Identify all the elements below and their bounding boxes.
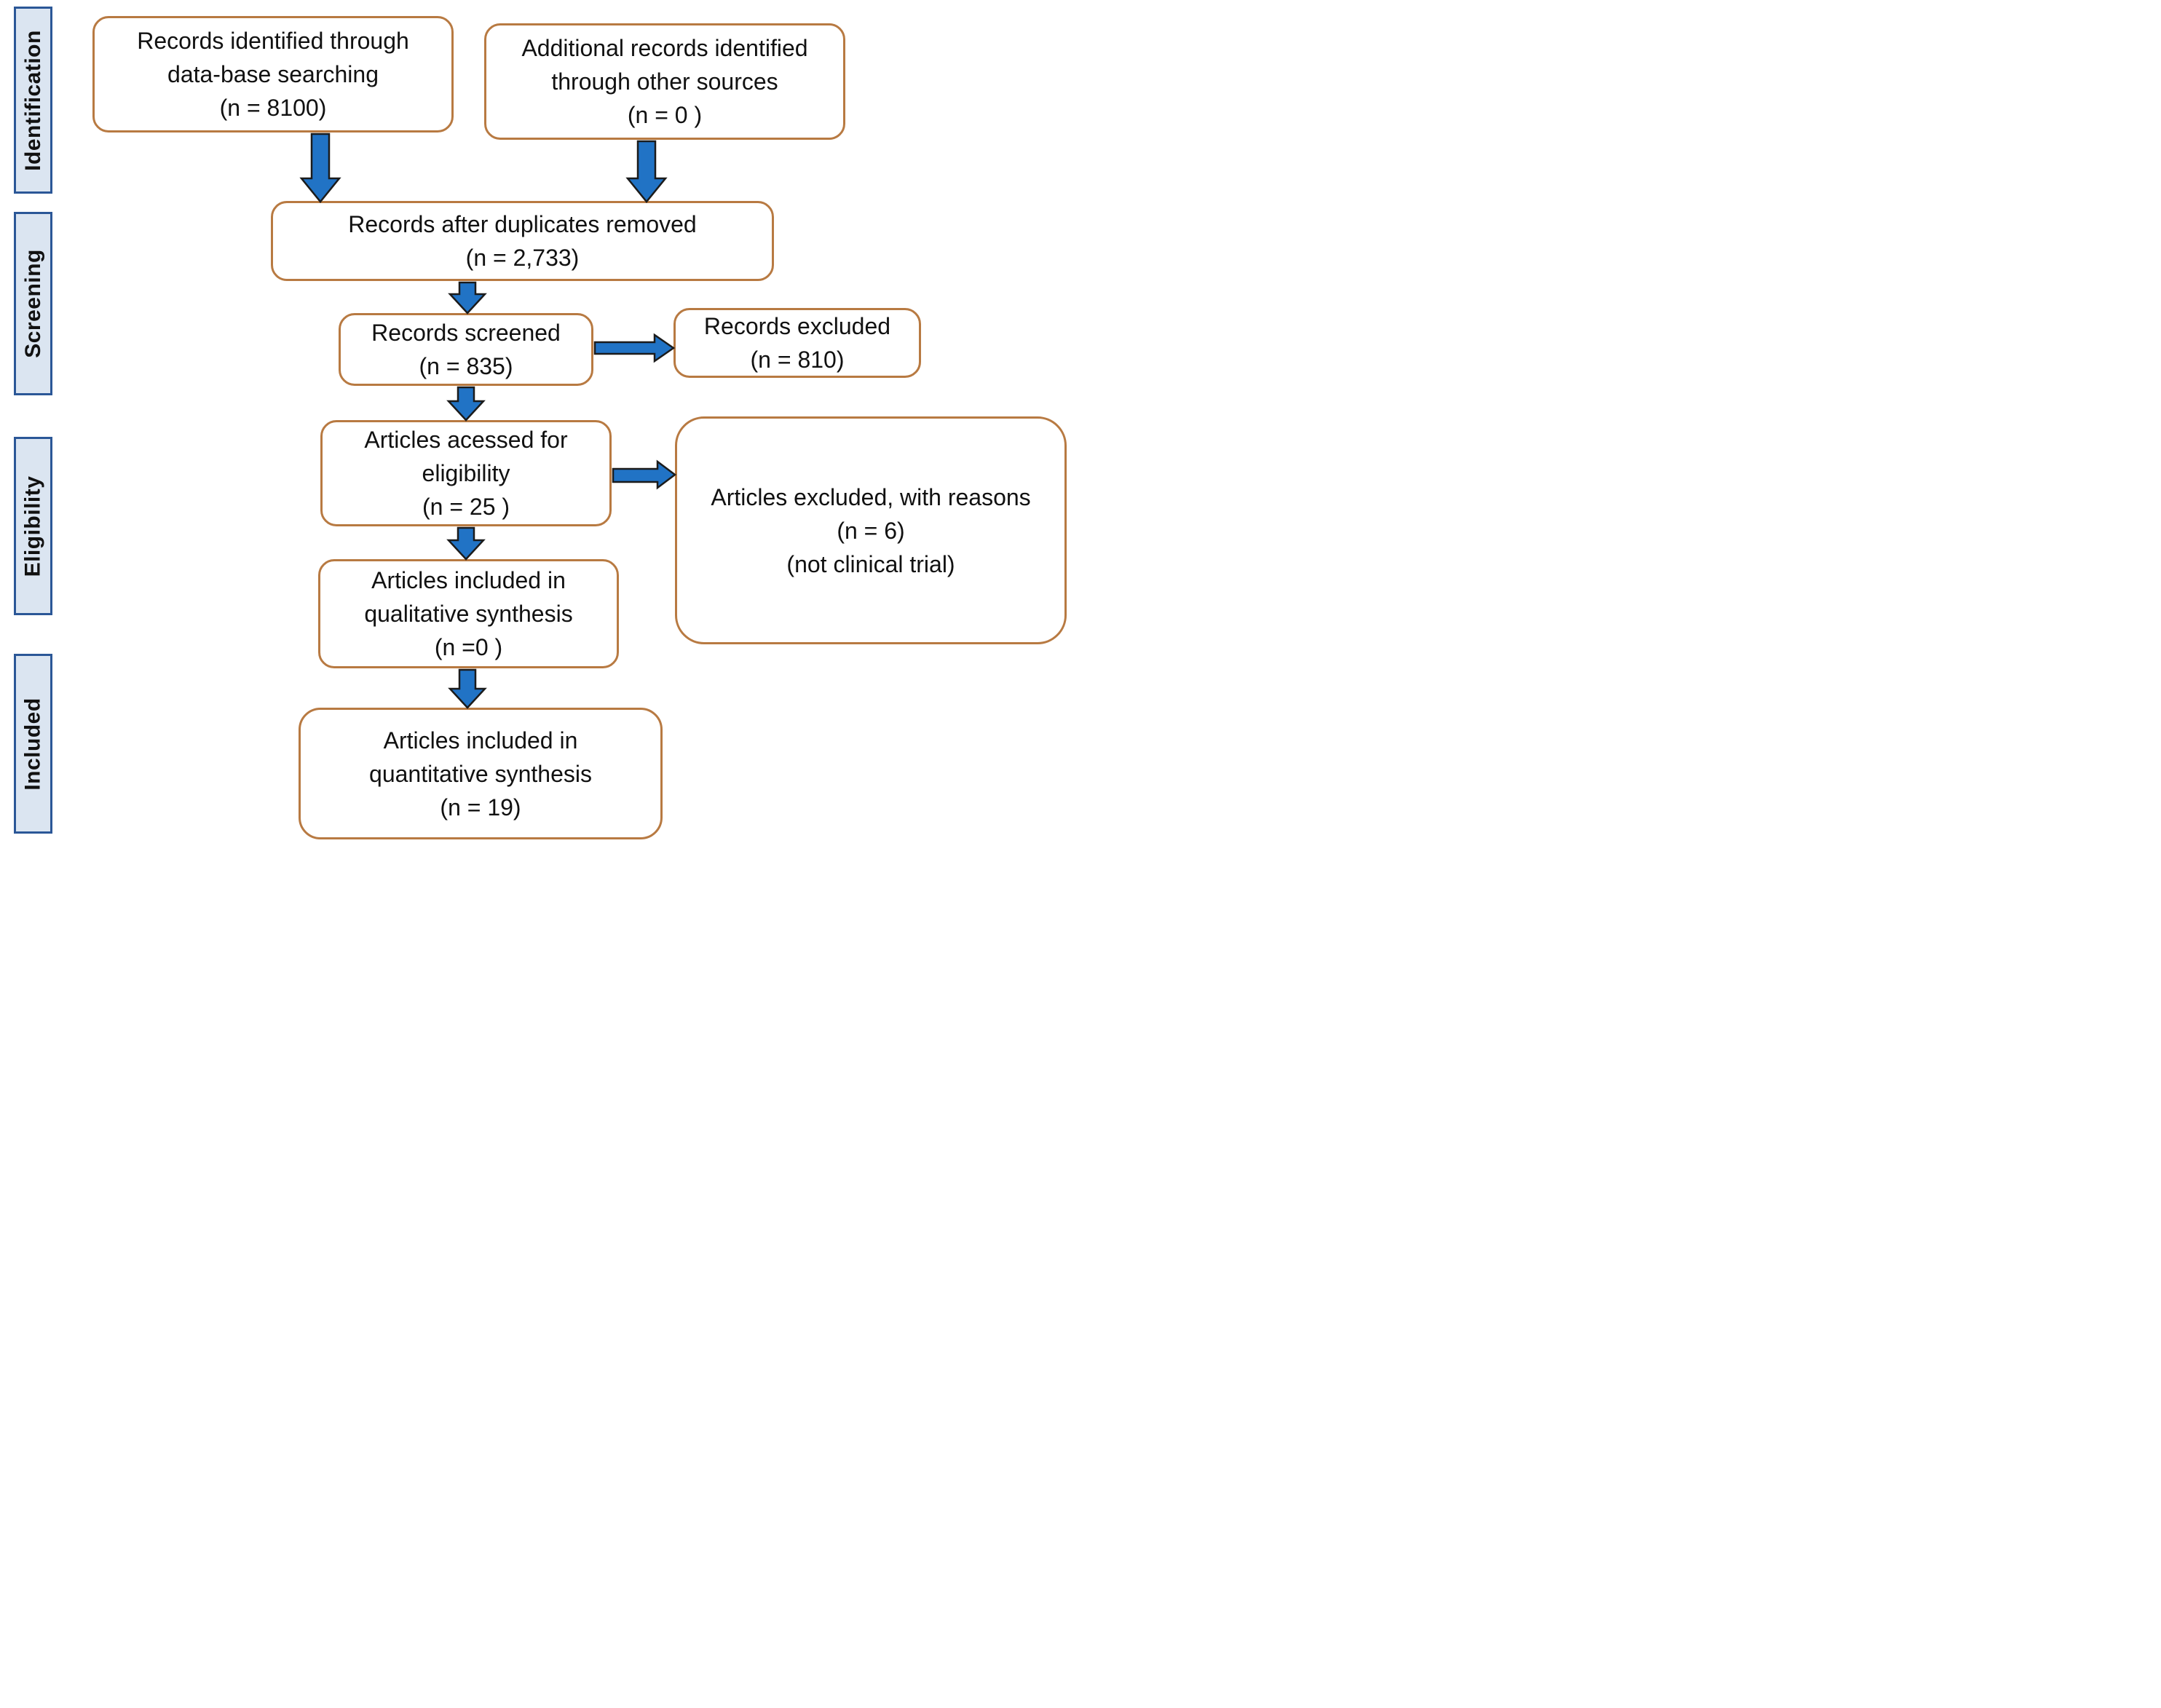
box-articles-assessed: Articles acessed for eligibility (n = 25… (320, 420, 612, 526)
arrow-down-qualitative-to-quantitative (448, 668, 487, 709)
box-records-excluded: Records excluded (n = 810) (673, 308, 921, 378)
box-text-line: Records excluded (703, 313, 891, 339)
box-text-line: quantitative synthesis (369, 760, 592, 787)
box-text-line: Articles excluded, with reasons (711, 483, 1031, 510)
box-records-screened: Records screened (n = 835) (339, 313, 593, 386)
stage-label-text: Eligibility (20, 475, 45, 577)
stage-label-text: Screening (20, 249, 45, 358)
box-text-line: (n = 25 ) (422, 494, 510, 520)
box-text-line: (n = 835) (419, 353, 513, 379)
prisma-flow-diagram: Identification Screening Eligibility Inc… (0, 0, 1080, 854)
box-text-line: eligibility (422, 460, 510, 486)
box-records-identified: Records identified through data-base sea… (92, 16, 454, 133)
stage-label-screening: Screening (14, 212, 52, 395)
box-text-line: Articles included in (383, 727, 578, 754)
stage-label-text: Identification (20, 29, 45, 171)
box-text-line: Records screened (371, 320, 561, 346)
box-text-line: Additional records identified (521, 35, 808, 61)
stage-label-text: Included (20, 697, 45, 791)
box-articles-excluded: Articles excluded, with reasons (n = 6) … (675, 416, 1067, 644)
box-additional-records: Additional records identified through ot… (484, 23, 845, 140)
arrow-right-screened-to-excluded (593, 333, 676, 363)
box-text-line: (n =0 ) (434, 634, 503, 660)
stage-label-eligibility: Eligibility (14, 437, 52, 615)
box-text-line: (n = 8100) (219, 95, 327, 121)
box-text-line: Articles acessed for (364, 427, 568, 453)
box-duplicates-removed: Records after duplicates removed (n = 2,… (271, 201, 774, 281)
box-text-line: data-base searching (167, 61, 379, 87)
arrow-right-assessed-to-excluded (612, 459, 677, 490)
arrow-down-duplicates-to-screened (448, 281, 487, 315)
box-text-line: (n = 2,733) (465, 245, 580, 271)
arrow-down-identified-to-duplicates (299, 133, 341, 203)
box-text-line: (n = 6) (837, 517, 905, 544)
stage-label-included: Included (14, 654, 52, 834)
box-text-line: qualitative synthesis (364, 601, 573, 627)
box-quantitative-synthesis: Articles included in quantitative synthe… (299, 708, 663, 839)
box-text-line: through other sources (551, 68, 778, 95)
stage-label-identification: Identification (14, 7, 52, 194)
box-text-line: Records identified through (137, 28, 409, 54)
box-text-line: (n = 19) (440, 794, 521, 821)
arrow-down-assessed-to-qualitative (446, 526, 486, 561)
arrow-down-screened-to-assessed (446, 386, 486, 422)
box-text-line: (n = 0 ) (627, 102, 703, 128)
box-qualitative-synthesis: Articles included in qualitative synthes… (318, 559, 619, 668)
arrow-down-additional-to-duplicates (625, 140, 668, 203)
box-text-line: (n = 810) (750, 347, 845, 373)
box-text-line: Records after duplicates removed (348, 211, 697, 237)
box-text-line: Articles included in (371, 567, 566, 593)
box-text-line: (not clinical trial) (786, 550, 955, 577)
